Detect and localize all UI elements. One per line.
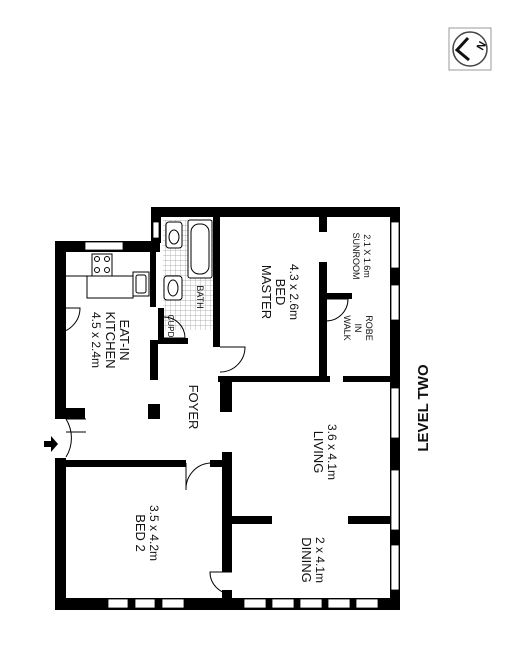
level-title-text: LEVEL TWO (415, 364, 432, 452)
room-foyer: FOYER (186, 385, 201, 430)
room-sunroom: SUNROOM 2.1 X 1.6m (351, 233, 372, 280)
dining-name: DINING (299, 537, 314, 583)
room-walk-in-robe: WALK IN ROBE (342, 315, 374, 341)
cupd-name: CUPD (166, 315, 175, 338)
room-master-bed: MASTER BED 4.3 x 2.6m (259, 264, 301, 320)
foyer-name: FOYER (186, 385, 201, 430)
kitchen-fixtures (66, 253, 150, 299)
bathroom-fixtures (163, 219, 213, 301)
kitchen-name-line1: EAT-IN (117, 320, 132, 361)
entry-arrow-icon (44, 436, 58, 452)
windows (84, 221, 400, 609)
room-eat-in-kitchen: EAT-IN KITCHEN 4.5 x 2.4m (89, 311, 132, 368)
room-bed2: BED 2 3.5 x 4.2m (133, 505, 161, 561)
master-name-line2: BED (273, 279, 288, 306)
room-bath: BATH (195, 285, 205, 308)
room-cupd: CUPD (166, 315, 175, 338)
robe-line1: WALK (342, 315, 352, 340)
bath-name: BATH (195, 285, 205, 308)
doors (54, 298, 349, 595)
room-dining: DINING 2 x 4.1m (299, 537, 327, 583)
living-dims: 3.6 x 4.1m (325, 424, 339, 480)
robe-line3: ROBE (364, 315, 374, 341)
master-name-line1: MASTER (259, 265, 274, 319)
sunroom-dims: 2.1 X 1.6m (362, 234, 372, 278)
north-compass-icon: N (448, 27, 492, 71)
bed2-dims: 3.5 x 4.2m (147, 505, 161, 561)
robe-line2: IN (353, 324, 363, 333)
level-title: LEVEL TWO (415, 364, 432, 452)
master-dims: 4.3 x 2.6m (287, 264, 301, 320)
dining-dims: 2 x 4.1m (313, 537, 327, 583)
room-living: LIVING 3.6 x 4.1m (311, 424, 339, 480)
living-name: LIVING (311, 431, 326, 474)
bed2-name: BED 2 (133, 514, 148, 552)
kitchen-dims: 4.5 x 2.4m (89, 312, 103, 368)
sunroom-name: SUNROOM (351, 233, 361, 280)
interior-walls (66, 217, 390, 602)
kitchen-name-line2: KITCHEN (103, 311, 118, 368)
